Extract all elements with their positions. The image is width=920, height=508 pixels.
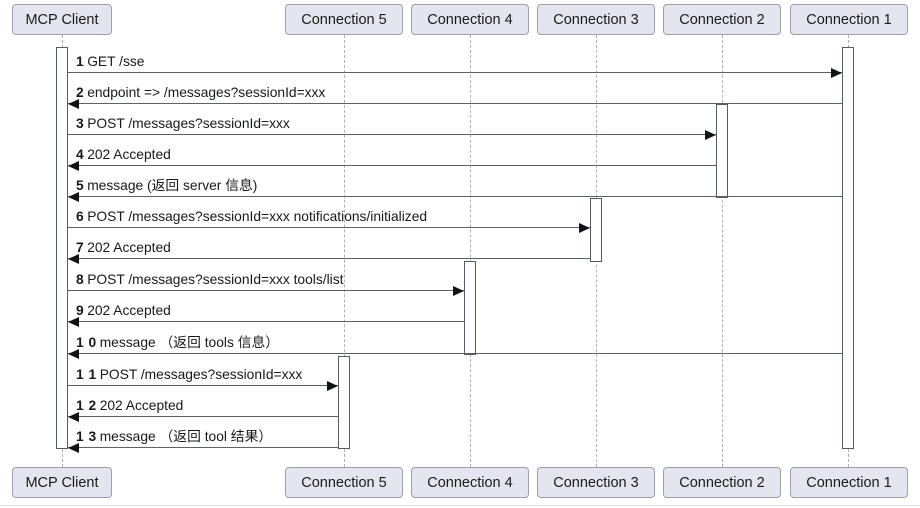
- message-line-2: [68, 103, 842, 104]
- activation-bar-connection-3: [590, 198, 602, 262]
- message-line-11: [68, 385, 338, 386]
- bottom-divider: [0, 505, 920, 506]
- message-text-6: POST /messages?sessionId=xxx notificatio…: [87, 209, 428, 224]
- message-line-4: [68, 165, 716, 166]
- message-arrowhead-5: [68, 191, 79, 202]
- message-arrowhead-12: [68, 411, 79, 422]
- message-line-12: [68, 416, 338, 417]
- message-number-7: 7: [76, 240, 85, 255]
- message-arrowhead-13: [68, 442, 79, 453]
- message-text-5: message (返回 server 信息): [87, 178, 258, 193]
- message-arrowhead-8: [453, 285, 464, 296]
- message-arrowhead-10: [68, 348, 79, 359]
- participant-header-connection-3[interactable]: Connection 3: [537, 4, 655, 35]
- message-arrowhead-6: [579, 222, 590, 233]
- message-line-5: [68, 196, 842, 197]
- message-text-8: POST /messages?sessionId=xxx tools/list: [87, 272, 344, 287]
- message-text-9: 202 Accepted: [87, 303, 171, 318]
- message-text-3: POST /messages?sessionId=xxx: [87, 116, 290, 131]
- participant-header-connection-1[interactable]: Connection 1: [790, 4, 908, 35]
- message-line-13: [68, 447, 338, 448]
- message-number-6: 6: [76, 209, 85, 224]
- message-number-10: 1 0: [76, 335, 97, 350]
- message-text-11: POST /messages?sessionId=xxx: [99, 367, 303, 382]
- lifeline-connection-5: [343, 35, 345, 467]
- participant-footer-mcp-client[interactable]: MCP Client: [12, 467, 112, 498]
- lifeline-connection-4: [469, 35, 471, 467]
- message-arrowhead-1: [831, 67, 842, 78]
- message-number-12: 1 2: [76, 398, 97, 413]
- message-number-8: 8: [76, 272, 85, 287]
- participant-header-mcp-client[interactable]: MCP Client: [12, 4, 112, 35]
- participant-header-connection-5[interactable]: Connection 5: [285, 4, 403, 35]
- message-arrowhead-9: [68, 316, 79, 327]
- message-arrowhead-2: [68, 98, 79, 109]
- message-number-13: 1 3: [76, 429, 97, 444]
- message-text-1: GET /sse: [87, 54, 145, 69]
- message-number-2: 2: [76, 85, 85, 100]
- activation-bar-connection-5: [338, 356, 350, 449]
- message-line-7: [68, 258, 590, 259]
- message-text-4: 202 Accepted: [87, 147, 171, 162]
- message-arrowhead-11: [327, 380, 338, 391]
- participant-footer-connection-2[interactable]: Connection 2: [663, 467, 781, 498]
- message-text-2: endpoint => /messages?sessionId=xxx: [87, 85, 326, 100]
- message-line-9: [68, 321, 464, 322]
- message-number-1: 1: [76, 54, 85, 69]
- activation-bar-mcp-client: [56, 47, 68, 449]
- participant-footer-connection-5[interactable]: Connection 5: [285, 467, 403, 498]
- message-line-1: [68, 72, 842, 73]
- message-line-3: [68, 134, 716, 135]
- participant-footer-connection-4[interactable]: Connection 4: [411, 467, 529, 498]
- participant-header-connection-2[interactable]: Connection 2: [663, 4, 781, 35]
- message-text-12: 202 Accepted: [99, 398, 184, 413]
- message-number-3: 3: [76, 116, 85, 131]
- message-arrowhead-4: [68, 160, 79, 171]
- participant-footer-connection-3[interactable]: Connection 3: [537, 467, 655, 498]
- activation-bar-connection-1: [842, 47, 854, 449]
- message-number-4: 4: [76, 147, 85, 162]
- message-text-13: message （返回 tool 结果）: [99, 429, 273, 444]
- message-text-10: message （返回 tools 信息）: [99, 335, 280, 350]
- activation-bar-connection-4: [464, 261, 476, 355]
- message-arrowhead-7: [68, 253, 79, 264]
- message-text-7: 202 Accepted: [87, 240, 171, 255]
- message-line-6: [68, 227, 590, 228]
- activation-bar-connection-2: [716, 104, 728, 198]
- message-arrowhead-3: [705, 129, 716, 140]
- message-number-9: 9: [76, 303, 85, 318]
- message-line-10: [68, 353, 842, 354]
- lifeline-connection-2: [721, 35, 723, 467]
- message-line-8: [68, 290, 464, 291]
- message-number-5: 5: [76, 178, 85, 193]
- message-number-11: 1 1: [76, 367, 97, 382]
- participant-header-connection-4[interactable]: Connection 4: [411, 4, 529, 35]
- participant-footer-connection-1[interactable]: Connection 1: [790, 467, 908, 498]
